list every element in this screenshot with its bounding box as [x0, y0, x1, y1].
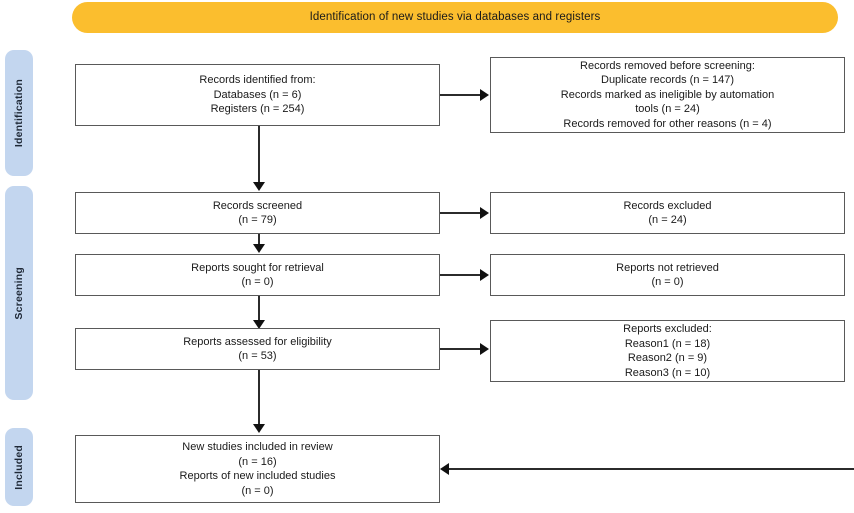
- box-records-excluded: Records excluded (n = 24): [490, 192, 845, 234]
- stage-label-included-text: Included: [13, 444, 25, 490]
- connector-screened-to-excluded: [440, 212, 482, 214]
- connector-identified-to-screened: [258, 126, 260, 184]
- stage-label-included: Included: [5, 428, 33, 506]
- arrowhead-sought-to-assessed: [253, 320, 265, 329]
- stage-label-screening: Screening: [5, 186, 33, 400]
- box-reports-excluded: Reports excluded: Reason1 (n = 18) Reaso…: [490, 320, 845, 382]
- diagram-banner: Identification of new studies via databa…: [72, 2, 838, 33]
- box-reports-assessed-for-eligibility-text: Reports assessed for eligibility (n = 53…: [183, 335, 332, 363]
- stage-label-identification-text: Identification: [13, 78, 25, 148]
- arrowhead-offscreen-to-included: [440, 463, 449, 475]
- box-records-identified: Records identified from: Databases (n = …: [75, 64, 440, 126]
- box-reports-not-retrieved-text: Reports not retrieved (n = 0): [616, 261, 719, 289]
- box-records-identified-text: Records identified from: Databases (n = …: [199, 74, 316, 116]
- box-reports-sought-for-retrieval: Reports sought for retrieval (n = 0): [75, 254, 440, 296]
- arrowhead-identified-to-removed: [480, 89, 489, 101]
- box-new-studies-included: New studies included in review (n = 16) …: [75, 435, 440, 503]
- connector-identified-to-removed: [440, 94, 482, 96]
- arrowhead-screened-to-sought: [253, 244, 265, 253]
- connector-assessed-to-included: [258, 370, 260, 427]
- box-records-removed-before-screening-text: Records removed before screening: Duplic…: [560, 59, 775, 130]
- box-records-screened: Records screened (n = 79): [75, 192, 440, 234]
- arrowhead-sought-to-not-retrieved: [480, 269, 489, 281]
- connector-assessed-to-reports-excluded: [440, 348, 482, 350]
- box-reports-not-retrieved: Reports not retrieved (n = 0): [490, 254, 845, 296]
- stage-label-identification: Identification: [5, 50, 33, 176]
- box-reports-assessed-for-eligibility: Reports assessed for eligibility (n = 53…: [75, 328, 440, 370]
- arrowhead-screened-to-excluded: [480, 207, 489, 219]
- box-reports-sought-for-retrieval-text: Reports sought for retrieval (n = 0): [191, 261, 324, 289]
- banner-title: Identification of new studies via databa…: [309, 11, 601, 24]
- box-reports-excluded-text: Reports excluded: Reason1 (n = 18) Reaso…: [623, 323, 712, 379]
- arrowhead-assessed-to-reports-excluded: [480, 343, 489, 355]
- connector-sought-to-not-retrieved: [440, 274, 482, 276]
- box-records-removed-before-screening: Records removed before screening: Duplic…: [490, 57, 845, 133]
- connector-sought-to-assessed: [258, 296, 260, 322]
- stage-label-screening-text: Screening: [13, 266, 25, 320]
- box-new-studies-included-text: New studies included in review (n = 16) …: [179, 441, 336, 497]
- arrowhead-identified-to-screened: [253, 182, 265, 191]
- box-records-excluded-text: Records excluded (n = 24): [623, 199, 712, 227]
- box-records-screened-text: Records screened (n = 79): [212, 199, 303, 227]
- connector-offscreen-to-included: [448, 468, 854, 470]
- arrowhead-assessed-to-included: [253, 424, 265, 433]
- connector-screened-to-sought: [258, 234, 260, 246]
